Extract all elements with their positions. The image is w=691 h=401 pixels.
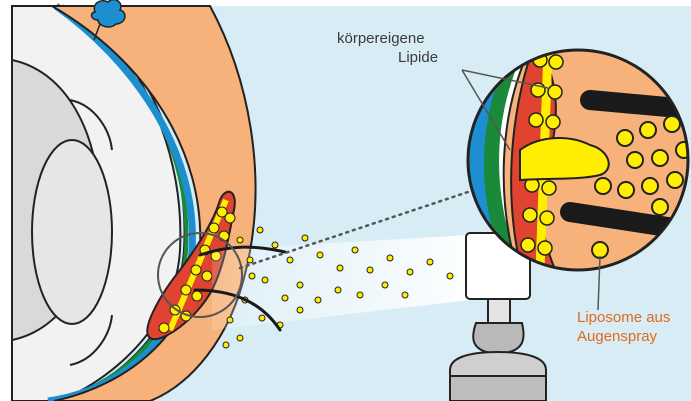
label-lipids-line2: Lipide [398, 49, 438, 67]
left-border [0, 0, 12, 401]
label-lipids-line1: körpereigene [337, 30, 425, 48]
label-liposomes-line2: Augenspray [577, 328, 657, 346]
label-liposomes-line1: Liposome aus [577, 309, 670, 327]
lens [32, 140, 112, 324]
